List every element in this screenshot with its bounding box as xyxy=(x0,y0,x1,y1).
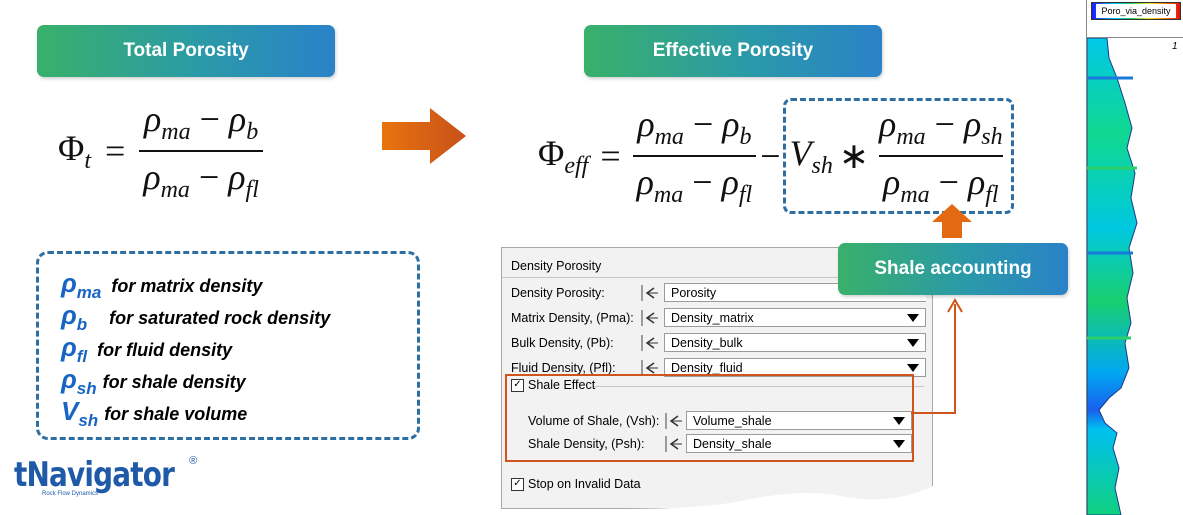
chevron-down-icon xyxy=(907,339,919,347)
color-scale-bar: Poro_via_density xyxy=(1091,2,1181,20)
torn-edge xyxy=(501,486,933,509)
shale-density-select[interactable]: Density_shale xyxy=(686,434,912,453)
checkbox-checked-icon: ✓ xyxy=(511,477,524,491)
checkbox-checked-icon: ✓ xyxy=(511,378,524,392)
panel-title: Density Porosity xyxy=(511,259,602,273)
bulk-density-label: Bulk Density, (Pb): xyxy=(511,336,614,350)
matrix-density-select[interactable]: Density_matrix xyxy=(664,308,926,327)
total-porosity-title: Total Porosity xyxy=(123,40,249,61)
arrow-right-icon xyxy=(382,108,466,164)
bulk-density-select[interactable]: Density_bulk xyxy=(664,333,926,352)
chevron-down-icon xyxy=(907,364,919,372)
matrix-density-label: Matrix Density, (Pma): xyxy=(511,311,634,325)
effective-porosity-title: Effective Porosity xyxy=(652,40,814,61)
total-porosity-formula: Φt = ρma − ρb ρma − ρfl xyxy=(58,98,263,204)
chevron-down-icon xyxy=(893,417,905,425)
shale-term: Vsh ∗ ρma − ρsh ρma − ρfl xyxy=(782,98,1014,215)
shale-density-label: Shale Density, (Psh): xyxy=(528,437,645,451)
volume-shale-label: Volume of Shale, (Vsh): xyxy=(528,414,660,428)
fluid-density-label: Fluid Density, (Pfl): xyxy=(511,361,616,375)
total-porosity-banner: Total Porosity xyxy=(37,25,335,77)
legend-item-sh: ρsh for shale density xyxy=(61,364,246,399)
chevron-down-icon xyxy=(907,314,919,322)
chevron-down-icon xyxy=(893,440,905,448)
effective-porosity-banner: Effective Porosity xyxy=(584,25,882,77)
property-select-icon[interactable] xyxy=(640,333,660,353)
shale-accounting-title: Shale accounting xyxy=(874,258,1032,279)
property-select-icon[interactable] xyxy=(640,283,660,303)
stop-invalid-checkbox[interactable]: ✓ Stop on Invalid Data xyxy=(511,477,641,491)
scale-max-label: 1 xyxy=(1172,41,1178,52)
legend-item-fl: ρfl for fluid density xyxy=(61,332,233,367)
effective-porosity-formula: Φeff = ρma − ρb ρma − ρfl − Vsh ∗ ρma − … xyxy=(538,98,1014,215)
property-select-icon[interactable] xyxy=(640,308,660,328)
shale-effect-checkbox[interactable]: ✓ Shale Effect xyxy=(511,378,595,392)
arrow-up-icon xyxy=(932,204,972,238)
property-select-icon[interactable] xyxy=(664,434,684,454)
log-track[interactable]: Poro_via_density 0 1 xyxy=(1086,0,1183,515)
property-select-icon[interactable] xyxy=(664,411,684,431)
shale-highlight-box xyxy=(505,374,914,462)
legend-item-ma: ρma for matrix density xyxy=(61,268,263,303)
track-title: Poro_via_density xyxy=(1096,4,1176,18)
property-select-icon[interactable] xyxy=(640,358,660,378)
shale-accounting-banner: Shale accounting xyxy=(838,243,1068,295)
legend-item-vsh: Vsh for shale volume xyxy=(61,396,248,431)
symbol-legend: ρma for matrix density ρb for saturated … xyxy=(36,251,420,440)
fluid-density-select[interactable]: Density_fluid xyxy=(664,358,926,377)
tnavigator-logo: tNavigator ® Rock Flow Dynamics xyxy=(14,455,198,497)
density-porosity-label: Density Porosity: xyxy=(511,286,605,300)
volume-shale-select[interactable]: Volume_shale xyxy=(686,411,912,430)
connector-arrow xyxy=(911,298,963,414)
legend-item-b: ρb for saturated rock density xyxy=(61,300,331,335)
porosity-log-curve xyxy=(1087,38,1138,515)
